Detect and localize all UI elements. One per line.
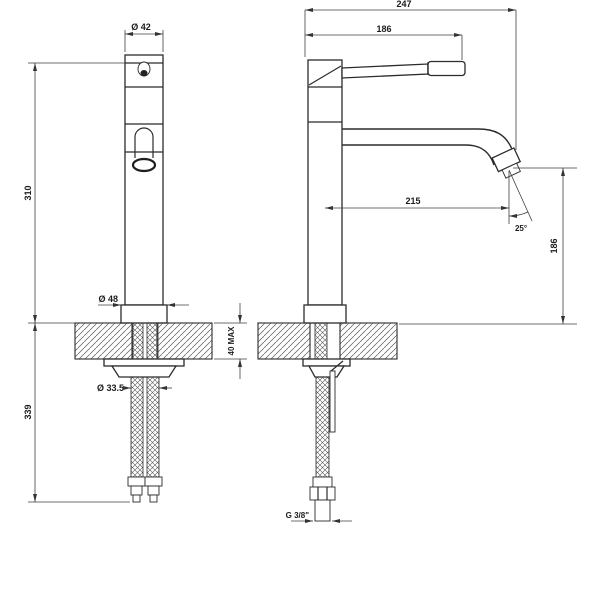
mounting-nut [110, 365, 178, 378]
flex-hose-side [315, 376, 330, 478]
fixing-rod [329, 370, 336, 433]
dim-base-diameter-label: Ø 48 [98, 294, 118, 304]
shank-thread-right [146, 322, 159, 360]
hose-end-fittings-front [127, 476, 163, 503]
side-view: 247 186 [257, 0, 577, 523]
lever-handle-side [341, 60, 466, 79]
faucet-body-front [120, 54, 168, 324]
dim-overall-depth-label: 247 [396, 0, 411, 9]
dim-deck-thickness-label: 40 MAX [227, 326, 236, 356]
dim-top-diameter-label: Ø 42 [131, 22, 151, 32]
dim-hose-339-label: 339 [23, 404, 33, 419]
dim-hose-thread: G 3/8" [286, 511, 352, 523]
dim-hole-diameter: Ø 33.5 [97, 383, 172, 393]
mounting-washer-side [302, 358, 351, 367]
dim-spout-angle-label: 25° [515, 224, 527, 233]
dim-top-diameter: Ø 42 [124, 22, 164, 52]
mounting-nut-side [307, 365, 346, 378]
deck-side-left [257, 322, 311, 360]
spout-outlet [491, 147, 522, 179]
handle-front-profile [134, 127, 154, 158]
dim-spout-projection-label: 215 [405, 196, 420, 206]
dim-hose-339: 339 [23, 323, 37, 502]
dim-hole-diameter-label: Ø 33.5 [97, 383, 124, 393]
lever-arm [341, 63, 429, 79]
flex-hose-right [146, 376, 160, 478]
spout-side [342, 128, 522, 179]
dim-hose-thread-label: G 3/8" [286, 511, 310, 520]
flex-hose-left [130, 376, 144, 478]
body-column-front [124, 54, 164, 306]
deck-side-right [339, 322, 398, 360]
mounting-washer [103, 358, 185, 367]
indicator-dot [140, 70, 148, 76]
shank-thread-side [314, 322, 328, 360]
body-base-front [120, 304, 168, 324]
dim-deck-thickness: 40 MAX [214, 303, 247, 379]
dim-spout-height: 186 [399, 167, 577, 325]
front-view: Ø 42 Ø 48 Ø 33 [23, 22, 247, 503]
shank-thread-left [132, 322, 144, 360]
handle-end-cap [131, 157, 157, 173]
faucet-body-side [303, 59, 347, 324]
fixing-stud [330, 360, 344, 372]
deck-section-right [156, 322, 213, 360]
dim-base-diameter: Ø 48 [98, 294, 189, 307]
dim-height-310: 310 [23, 62, 130, 503]
lever-grip [427, 60, 466, 77]
dim-spout-height-label: 186 [549, 238, 559, 253]
deck-section-left [74, 322, 133, 360]
body-column-side [307, 59, 343, 306]
dim-handle-reach: 186 [305, 24, 463, 60]
dim-handle-reach-label: 186 [376, 24, 391, 34]
dim-spout-angle: 25° [508, 169, 533, 233]
hose-end-fitting-side [309, 476, 336, 522]
dim-spout-projection: 215 [325, 171, 510, 224]
dim-height-310-label: 310 [23, 185, 33, 200]
body-base-side [303, 304, 347, 324]
